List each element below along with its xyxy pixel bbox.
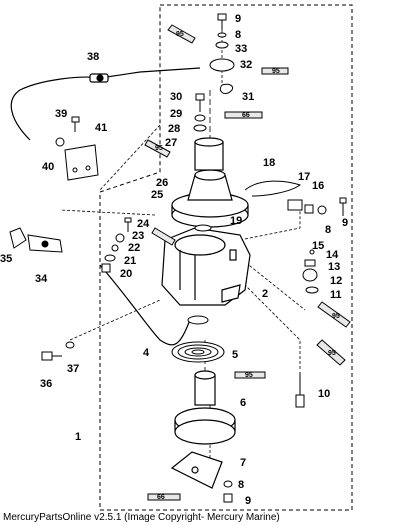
callout-29: 29	[170, 108, 182, 120]
callout-41: 41	[95, 122, 107, 134]
small-parts-20-24	[101, 217, 132, 273]
tube-label-95: 95	[332, 313, 340, 320]
tube-label-95: 95	[328, 350, 336, 357]
callout-18: 18	[263, 157, 275, 169]
callout-14: 14	[326, 249, 339, 261]
copyright-notice: MercuryPartsOnline v2.5.1 (Image Copyrig…	[3, 512, 280, 523]
callout-30: 30	[170, 91, 182, 103]
tube-label-95: 95	[245, 372, 253, 379]
top-parts-31-33	[209, 13, 235, 94]
callout-24: 24	[137, 218, 150, 230]
assembly-boundary	[99, 4, 353, 511]
callout-9: 9	[245, 495, 251, 507]
callout-16: 16	[312, 180, 324, 192]
callout-8: 8	[235, 29, 241, 41]
callout-22: 22	[128, 242, 140, 254]
callout-21: 21	[124, 255, 136, 267]
callout-12: 12	[330, 275, 342, 287]
screw-39	[71, 116, 80, 132]
callout-17: 17	[298, 171, 310, 183]
tube-label-95: 95	[272, 68, 280, 75]
washer-19	[194, 224, 212, 232]
callout-7: 7	[240, 457, 246, 469]
callout-28: 28	[168, 123, 180, 135]
spring-5	[171, 315, 225, 363]
callout-37: 37	[67, 363, 79, 375]
callout-1: 1	[75, 431, 81, 443]
tube-label-95: 95	[176, 31, 184, 38]
piston-27	[194, 137, 224, 171]
tube-label-66: 66	[242, 112, 250, 119]
callout-40: 40	[42, 161, 54, 173]
callout-39: 39	[55, 108, 67, 120]
callout-33: 33	[235, 43, 247, 55]
callout-31: 31	[242, 91, 254, 103]
housing-2	[161, 227, 251, 306]
bolt-36	[41, 341, 75, 361]
callout-38: 38	[87, 51, 99, 63]
callout-13: 13	[328, 261, 340, 273]
callout-32: 32	[240, 59, 252, 71]
callout-9: 9	[235, 13, 241, 25]
right-parts-16-17	[287, 197, 347, 216]
rotor-6	[174, 370, 236, 445]
gear-assembly-26	[171, 169, 249, 228]
tube-label-66: 66	[157, 494, 165, 501]
tube-label-95: 95	[155, 145, 163, 152]
callout-23: 23	[132, 230, 144, 242]
callout-26: 26	[156, 177, 168, 189]
linkage-34	[9, 227, 63, 253]
bracket-41	[55, 137, 99, 181]
plate-7	[170, 451, 223, 489]
callout-36: 36	[40, 378, 52, 390]
spring-18	[244, 180, 302, 197]
callout-6: 6	[240, 397, 246, 409]
callout-34: 34	[35, 273, 48, 285]
callout-8: 8	[238, 479, 244, 491]
callout-35: 35	[0, 253, 12, 265]
callout-20: 20	[120, 268, 132, 280]
bolt-9-bottom	[223, 480, 233, 503]
callout-8: 8	[325, 224, 331, 236]
right-parts-11-15	[302, 249, 319, 294]
cable-4	[99, 264, 191, 346]
lubricant-tubes	[144, 24, 351, 501]
throttle-cable-38	[10, 67, 201, 141]
callout-10: 10	[318, 388, 330, 400]
washer-28	[193, 93, 207, 132]
callout-5: 5	[232, 349, 238, 361]
callout-25: 25	[151, 189, 163, 201]
callout-15: 15	[312, 240, 324, 252]
callout-27: 27	[165, 137, 177, 149]
callout-9: 9	[342, 217, 348, 229]
rod-10	[295, 372, 305, 408]
callout-2: 2	[262, 288, 268, 300]
callout-19: 19	[230, 215, 242, 227]
callout-11: 11	[330, 289, 342, 301]
callout-4: 4	[143, 347, 150, 359]
